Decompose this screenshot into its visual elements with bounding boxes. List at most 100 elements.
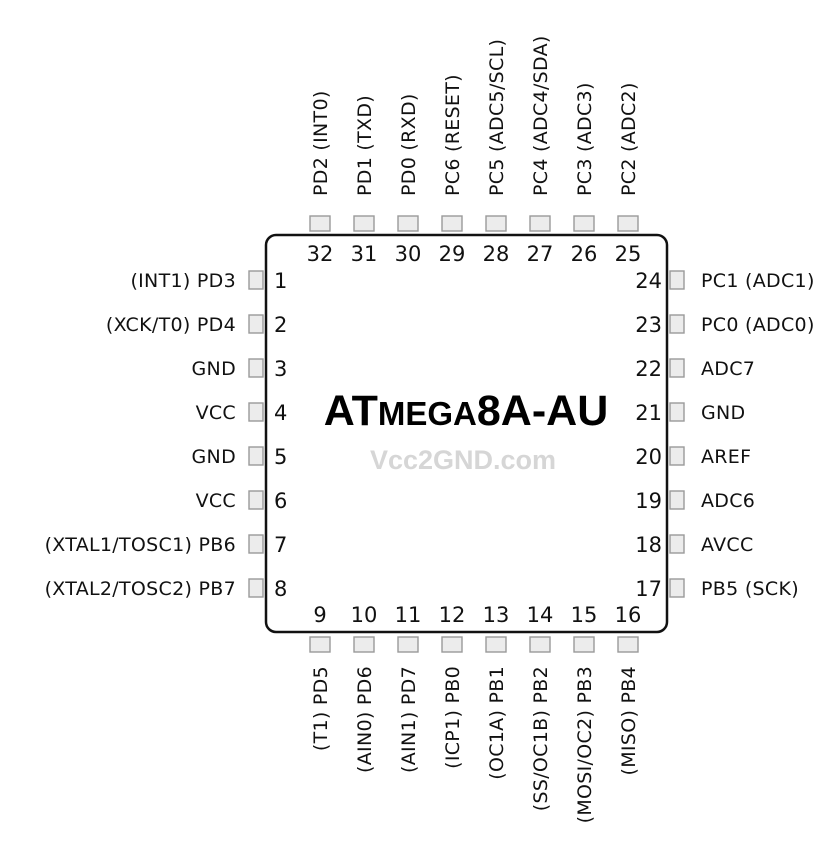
pin-number-13: 13 bbox=[483, 603, 510, 627]
pin-pad-28 bbox=[485, 215, 507, 232]
pin-label-5: GND bbox=[192, 446, 236, 468]
pin-number-15: 15 bbox=[571, 603, 598, 627]
pin-label-27: PC4 (ADC4/SDA) bbox=[530, 35, 552, 196]
pin-number-4: 4 bbox=[274, 401, 287, 425]
pin-label-11: (AIN1) PD7 bbox=[398, 666, 420, 773]
pin-number-18: 18 bbox=[635, 533, 662, 557]
pin-label-15: (MOSI/OC2) PB3 bbox=[574, 666, 596, 823]
pin-label-22: ADC7 bbox=[701, 358, 755, 380]
pin-label-21: GND bbox=[701, 402, 745, 424]
pin-label-7: (XTAL1/TOSC1) PB6 bbox=[45, 534, 236, 556]
pin-number-29: 29 bbox=[439, 242, 466, 266]
pin-pad-18 bbox=[669, 534, 685, 554]
pin-label-30: PD0 (RXD) bbox=[398, 93, 420, 196]
pin-label-4: VCC bbox=[196, 402, 236, 424]
chip-body bbox=[264, 233, 669, 634]
pin-number-9: 9 bbox=[313, 603, 326, 627]
pin-label-10: (AIN0) PD6 bbox=[354, 666, 376, 773]
pin-label-26: PC3 (ADC3) bbox=[574, 82, 596, 196]
pin-label-25: PC2 (ADC2) bbox=[618, 82, 640, 196]
pin-pad-3 bbox=[248, 358, 264, 378]
pin-pad-27 bbox=[529, 215, 551, 232]
pin-number-19: 19 bbox=[635, 489, 662, 513]
pin-pad-16 bbox=[617, 636, 639, 653]
pin-pad-31 bbox=[353, 215, 375, 232]
pin-number-26: 26 bbox=[571, 242, 598, 266]
pin-number-12: 12 bbox=[439, 603, 466, 627]
pin-number-17: 17 bbox=[635, 577, 662, 601]
pin-label-13: (OC1A) PB1 bbox=[486, 666, 508, 780]
pin-pad-7 bbox=[248, 534, 264, 554]
pin-label-23: PC0 (ADC0) bbox=[701, 314, 815, 336]
pin-number-30: 30 bbox=[395, 242, 422, 266]
watermark: Vcc2GND.com bbox=[370, 445, 556, 475]
pin-pad-23 bbox=[669, 314, 685, 334]
pin-pad-29 bbox=[441, 215, 463, 232]
pin-number-32: 32 bbox=[307, 242, 334, 266]
pin-label-2: (XCK/T0) PD4 bbox=[106, 314, 236, 336]
pin-number-22: 22 bbox=[635, 357, 662, 381]
pin-pad-9 bbox=[309, 636, 331, 653]
pin-label-14: (SS/OC1B) PB2 bbox=[530, 666, 552, 811]
pin-pad-11 bbox=[397, 636, 419, 653]
pin-number-21: 21 bbox=[635, 401, 662, 425]
pin-label-8: (XTAL2/TOSC2) PB7 bbox=[45, 578, 236, 600]
pin-number-2: 2 bbox=[274, 313, 287, 337]
pin-pad-17 bbox=[669, 578, 685, 598]
pin-label-28: PC5 (ADC5/SCL) bbox=[486, 39, 508, 196]
pin-pad-6 bbox=[248, 490, 264, 510]
pin-pad-13 bbox=[485, 636, 507, 653]
pin-number-25: 25 bbox=[615, 242, 642, 266]
pin-pad-32 bbox=[309, 215, 331, 232]
pin-label-12: (ICP1) PB0 bbox=[442, 666, 464, 769]
pin-pad-15 bbox=[573, 636, 595, 653]
pin-number-27: 27 bbox=[527, 242, 554, 266]
pin-number-7: 7 bbox=[274, 533, 287, 557]
pin-pad-8 bbox=[248, 578, 264, 598]
pin-label-16: (MISO) PB4 bbox=[618, 666, 640, 775]
pin-number-28: 28 bbox=[483, 242, 510, 266]
pin-number-3: 3 bbox=[274, 357, 287, 381]
pin-pad-22 bbox=[669, 358, 685, 378]
pin-pad-21 bbox=[669, 402, 685, 422]
pin-pad-4 bbox=[248, 402, 264, 422]
pin-label-9: (T1) PD5 bbox=[310, 666, 332, 751]
pin-label-17: PB5 (SCK) bbox=[701, 578, 799, 600]
pin-number-11: 11 bbox=[395, 603, 422, 627]
pin-pad-1 bbox=[248, 270, 264, 290]
pin-pad-12 bbox=[441, 636, 463, 653]
pin-number-8: 8 bbox=[274, 577, 287, 601]
pin-number-23: 23 bbox=[635, 313, 662, 337]
pin-number-14: 14 bbox=[527, 603, 554, 627]
pin-pad-2 bbox=[248, 314, 264, 334]
pin-label-32: PD2 (INT0) bbox=[310, 90, 332, 196]
pin-pad-20 bbox=[669, 446, 685, 466]
pin-pad-5 bbox=[248, 446, 264, 466]
chip-title-prefix: AT bbox=[324, 387, 378, 435]
pin-pad-30 bbox=[397, 215, 419, 232]
pin-pad-14 bbox=[529, 636, 551, 653]
pin-label-6: VCC bbox=[196, 490, 236, 512]
pin-number-6: 6 bbox=[274, 489, 287, 513]
pin-number-24: 24 bbox=[635, 269, 662, 293]
chip-title-main: MEGA bbox=[378, 395, 477, 432]
pin-pad-26 bbox=[573, 215, 595, 232]
pin-label-1: (INT1) PD3 bbox=[130, 270, 236, 292]
pin-pad-25 bbox=[617, 215, 639, 232]
pin-number-16: 16 bbox=[615, 603, 642, 627]
chip-title: ATMEGA8A-AU bbox=[324, 387, 609, 435]
pin-label-20: AREF bbox=[701, 446, 751, 468]
pin-label-24: PC1 (ADC1) bbox=[701, 270, 815, 292]
pin-label-18: AVCC bbox=[701, 534, 754, 556]
pin-number-5: 5 bbox=[274, 445, 287, 469]
pin-label-29: PC6 (RESET) bbox=[442, 74, 464, 196]
chip-title-suffix: 8A-AU bbox=[477, 387, 608, 435]
pin-number-20: 20 bbox=[635, 445, 662, 469]
pin-number-1: 1 bbox=[274, 269, 287, 293]
pin-pad-10 bbox=[353, 636, 375, 653]
pin-label-19: ADC6 bbox=[701, 490, 755, 512]
pin-number-10: 10 bbox=[351, 603, 378, 627]
